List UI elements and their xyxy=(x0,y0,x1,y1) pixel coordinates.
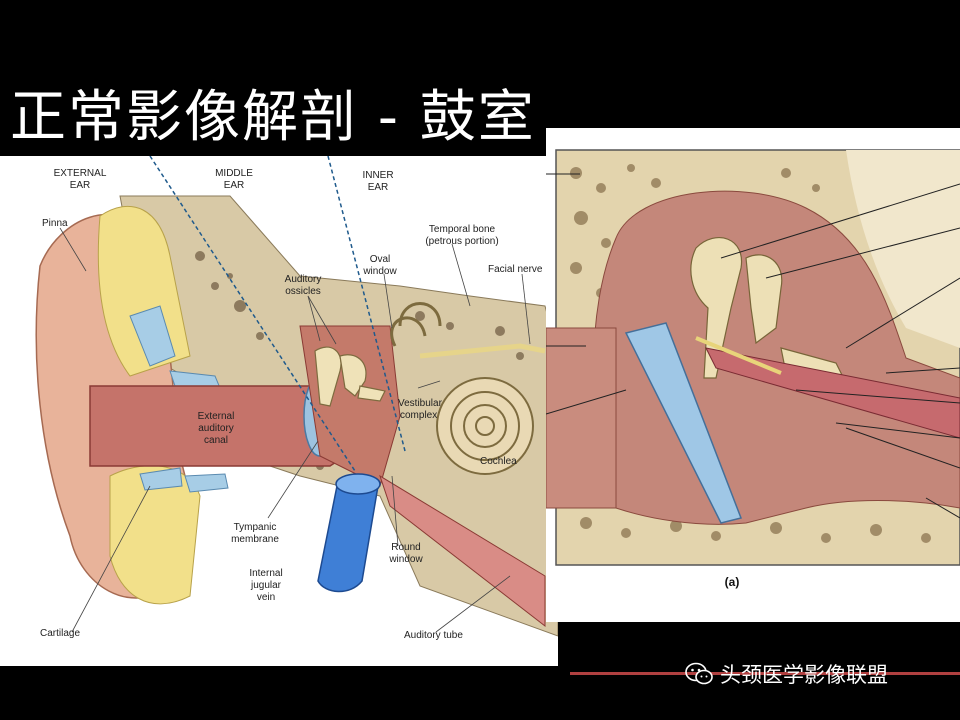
label-oval-window-2: window xyxy=(362,266,397,277)
label-external-ear-1: EXTERNAL xyxy=(54,168,107,179)
ear-anatomy-svg: EXTERNAL EAR MIDDLE EAR INNER EAR Pinna … xyxy=(0,156,558,666)
label-inner-ear-1: INNER xyxy=(362,170,393,181)
label-auditory-ossicles-2: ossicles xyxy=(285,286,321,297)
middle-ear-detail-svg: (a) xyxy=(546,128,960,622)
watermark: 头颈医学影像联盟 xyxy=(684,654,888,694)
label-inner-ear-2: EAR xyxy=(368,182,389,193)
label-round-window-1: Round xyxy=(391,542,420,553)
detail-caption: (a) xyxy=(725,575,740,589)
watermark-text: 头颈医学影像联盟 xyxy=(720,659,888,689)
label-eac-1: External xyxy=(198,411,235,422)
label-temporal-bone-2: (petrous portion) xyxy=(425,236,498,247)
detail-canal xyxy=(546,328,616,508)
label-oval-window-1: Oval xyxy=(370,254,391,265)
label-temporal-bone-1: Temporal bone xyxy=(429,224,496,235)
label-eac-2: auditory xyxy=(198,423,234,434)
label-middle-ear-1: MIDDLE xyxy=(215,168,253,179)
label-external-ear-2: EAR xyxy=(70,180,91,191)
label-ijv-3: vein xyxy=(257,592,275,603)
middle-ear-detail-figure: (a) xyxy=(546,128,960,622)
slide-title: 正常影像解剖 - 鼓室 xyxy=(10,72,536,153)
label-vestibular-complex-2: complex xyxy=(400,410,437,421)
label-round-window-2: window xyxy=(388,554,423,565)
label-vestibular-complex-1: Vestibular xyxy=(398,398,443,409)
label-middle-ear-2: EAR xyxy=(224,180,245,191)
label-tympanic-membrane-2: membrane xyxy=(231,534,279,545)
label-cartilage: Cartilage xyxy=(40,628,80,639)
label-facial-nerve: Facial nerve xyxy=(488,264,543,275)
label-auditory-tube: Auditory tube xyxy=(404,630,463,641)
internal-jugular-vein-shape xyxy=(318,474,380,592)
label-cochlea: Cochlea xyxy=(480,456,517,467)
label-ijv-2: jugular xyxy=(250,580,282,591)
wechat-icon xyxy=(684,661,714,687)
label-pinna: Pinna xyxy=(42,218,68,229)
label-auditory-ossicles-1: Auditory xyxy=(285,274,322,285)
label-tympanic-membrane-1: Tympanic xyxy=(234,522,277,533)
ear-anatomy-figure: EXTERNAL EAR MIDDLE EAR INNER EAR Pinna … xyxy=(0,156,558,666)
label-eac-3: canal xyxy=(204,435,228,446)
label-ijv-1: Internal xyxy=(249,568,282,579)
